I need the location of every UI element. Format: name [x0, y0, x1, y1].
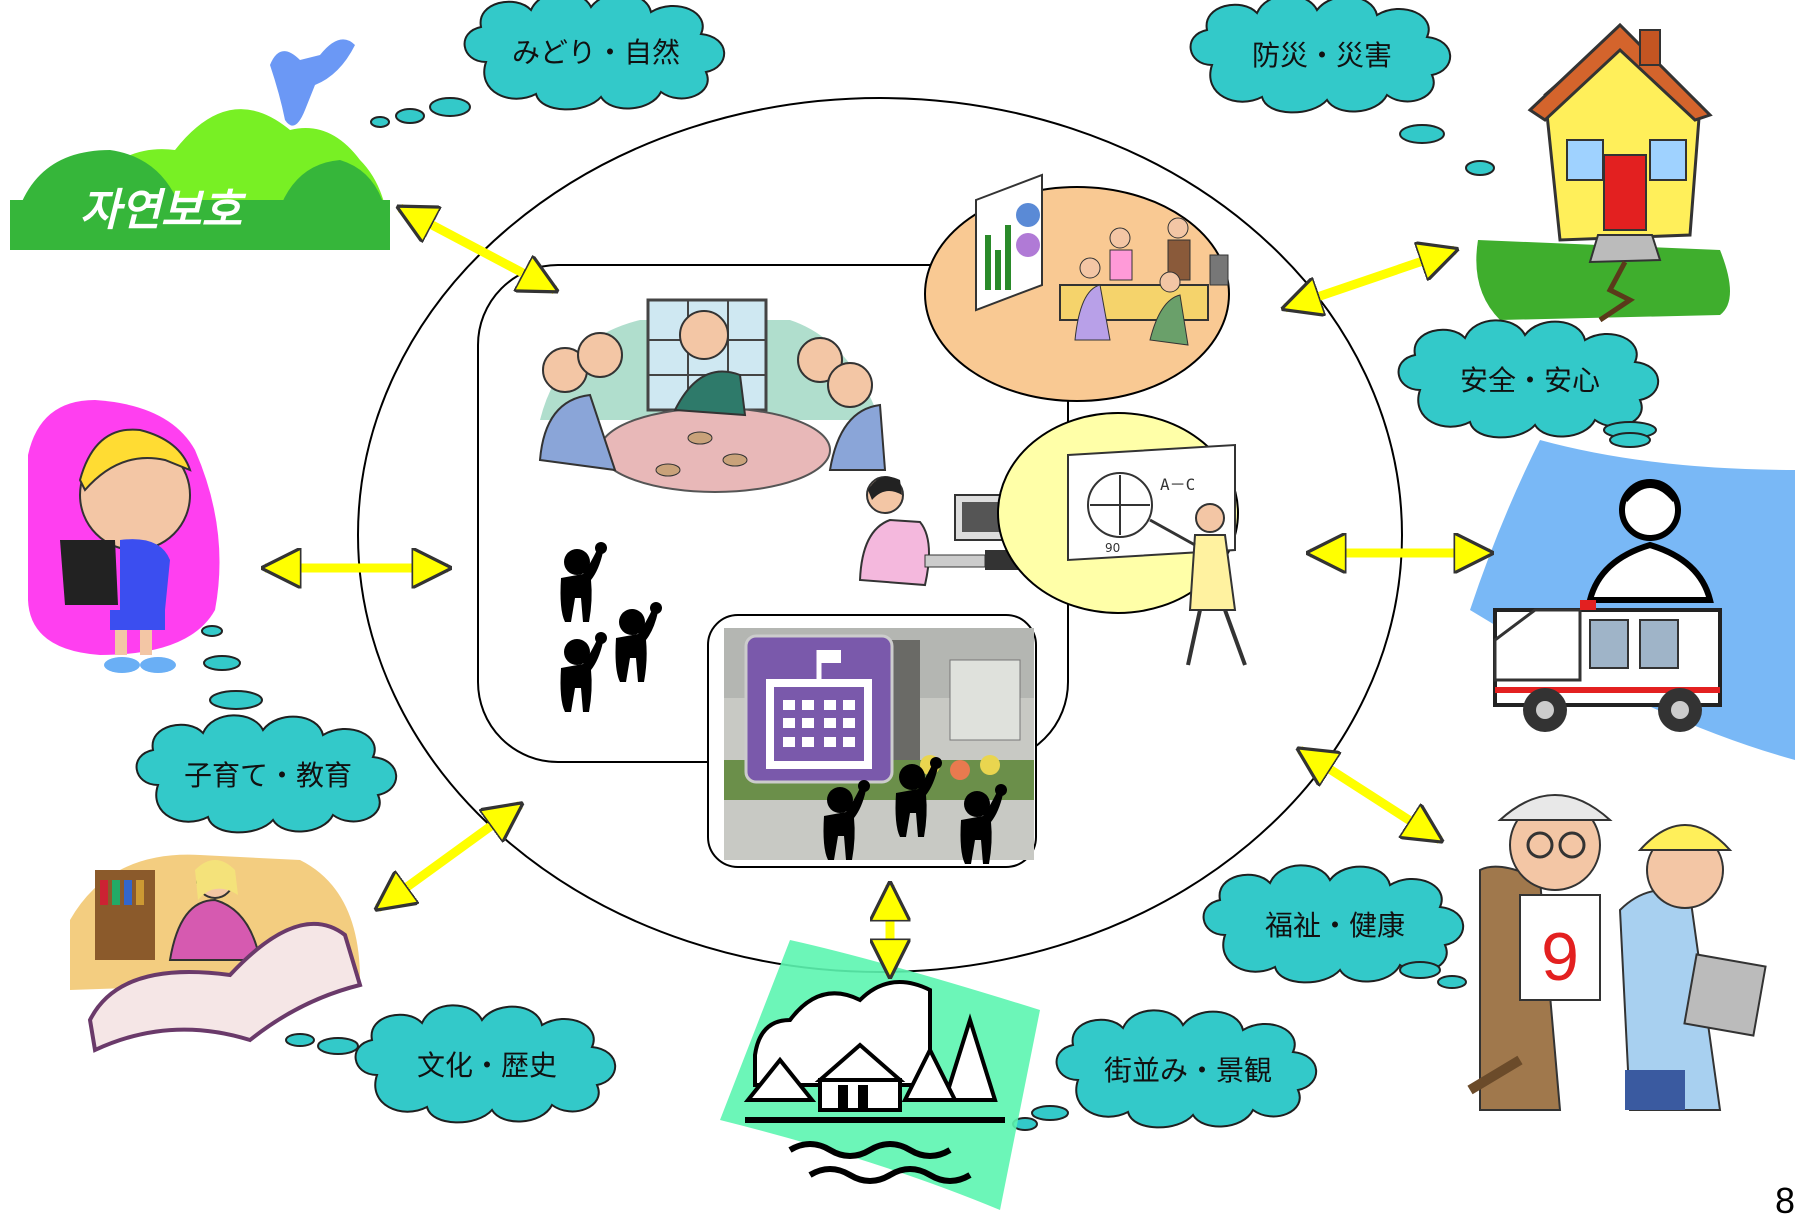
connection-arrows [265, 204, 1490, 975]
ambulance-illustration [1470, 440, 1795, 760]
townscape-illustration [720, 940, 1040, 1210]
topic-disaster: 防災・災害 [1252, 39, 1392, 72]
topic-childcare: 子育て・教育 [184, 759, 352, 792]
chalkboard-label: A－C [1160, 475, 1195, 494]
seniors-illustration: 9 [1467, 794, 1767, 1111]
meeting-illustration [538, 298, 887, 493]
nature-sign-text: 자연보호 [80, 185, 246, 236]
dove-icon [270, 39, 355, 126]
topic-culture: 文化・歴史 [417, 1049, 557, 1082]
planning-meeting-oval [924, 173, 1230, 402]
cloud-disaster: 防災・災害 [1189, 0, 1452, 114]
topic-townscape: 街並み・景観 [1104, 1054, 1272, 1087]
reading-book-illustration [70, 854, 363, 1053]
arrow-disaster [1285, 250, 1455, 308]
earthquake-house-illustration [1476, 22, 1730, 323]
bib-number: 9 [1541, 919, 1579, 995]
topic-welfare: 福祉・健康 [1265, 909, 1405, 942]
school-panel [707, 614, 1037, 868]
nature-illustration: 자연보호 [10, 39, 390, 250]
page-number: 8 [1774, 1180, 1795, 1221]
cloud-safety: 安全・安心 [1397, 319, 1660, 439]
cloud-townscape: 街並み・景観 [1055, 1009, 1318, 1129]
cloud-culture: 文化・歴史 [354, 1004, 617, 1124]
arrow-nature [400, 204, 555, 294]
cloud-welfare: 福祉・健康 [1202, 864, 1465, 984]
topic-nature: みどり・自然 [512, 36, 680, 69]
cloud-nature: みどり・自然 [463, 0, 726, 111]
lecture-oval: A－C 90 [997, 412, 1247, 666]
cloud-childcare: 子育て・教育 [135, 714, 398, 834]
arrow-culture [378, 805, 520, 908]
chalkboard-angle: 90 [1105, 541, 1120, 555]
topic-safety: 安全・安心 [1460, 364, 1600, 397]
school-icon [744, 634, 894, 784]
schoolchild-illustration [28, 400, 220, 673]
arrow-welfare [1300, 750, 1440, 840]
